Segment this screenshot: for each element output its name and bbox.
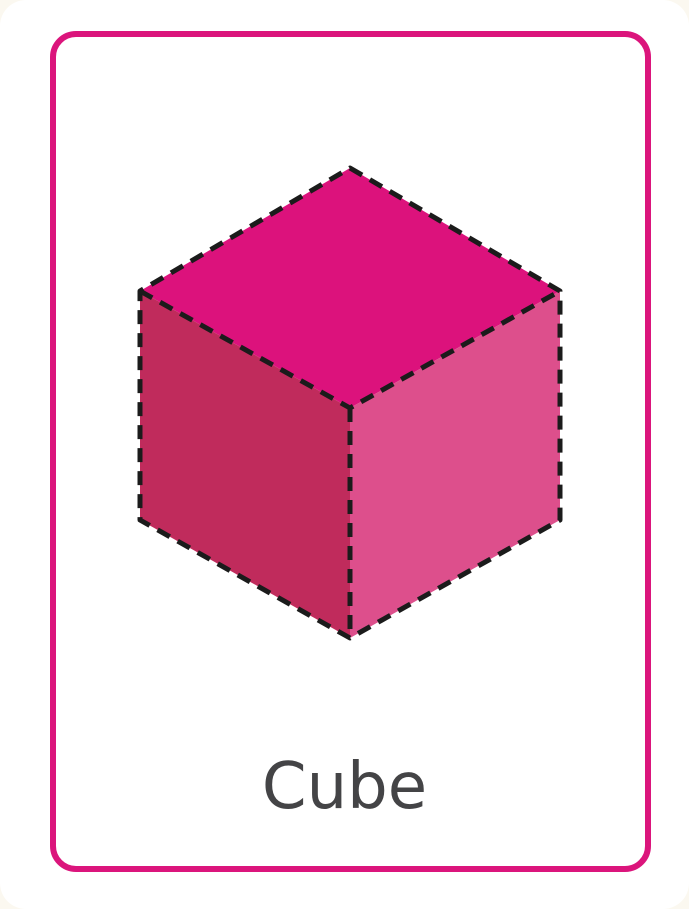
cube-dashed-edges bbox=[137, 165, 563, 641]
shape-name-label: Cube bbox=[261, 750, 428, 824]
cube-left-face bbox=[140, 291, 350, 638]
cube-right-face bbox=[350, 291, 560, 638]
